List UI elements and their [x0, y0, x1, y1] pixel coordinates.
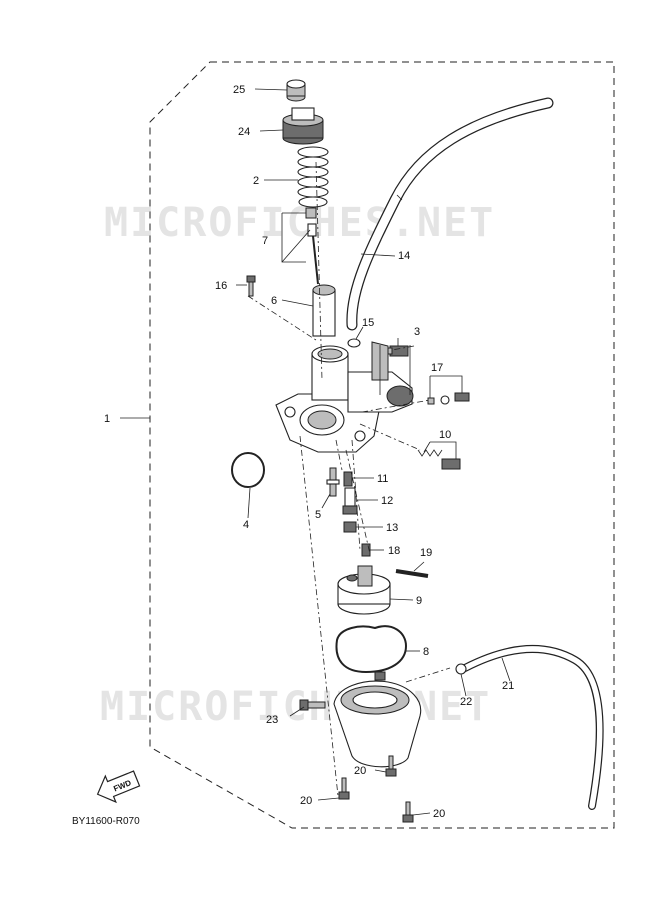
watermark-bottom: MICROFICHES.NET: [100, 684, 491, 730]
intake-o-ring: [231, 452, 265, 488]
pilot-screw-set: [427, 392, 470, 405]
float-chamber: [333, 671, 422, 768]
callout-4: 4: [243, 519, 249, 531]
leader-lines: [120, 88, 511, 816]
callout-6: 6: [271, 295, 277, 307]
callout-23: 23: [266, 714, 278, 726]
callout-9: 9: [416, 595, 422, 607]
diagram-code: BY11600-R070: [72, 816, 140, 827]
watermark-top: MICROFICHES.NET: [104, 200, 495, 246]
callout-19: 19: [420, 547, 432, 559]
idle-screw-set: [417, 449, 461, 470]
overflow-hose: [461, 645, 604, 810]
pilot-jet: [343, 471, 353, 487]
callout-20-right: 20: [433, 808, 445, 820]
callout-2: 2: [253, 175, 259, 187]
callout-14: 14: [398, 250, 410, 262]
callout-8: 8: [423, 646, 429, 658]
callout-21: 21: [502, 680, 514, 692]
chamber-screw-b: [385, 755, 397, 777]
forward-direction-arrow: FWD: [96, 770, 141, 804]
callout-16: 16: [215, 280, 227, 292]
callout-11: 11: [377, 473, 388, 485]
throttle-valve: [312, 284, 336, 337]
chamber-screw-a: [338, 777, 350, 800]
callout-labels: 25 24 2 7 16 6 14 15 3 17 1 10 11 12 5 4…: [104, 84, 514, 820]
callout-13: 13: [386, 522, 398, 534]
needle-jet: [342, 487, 358, 515]
carburetor-body: [275, 341, 414, 453]
carburetor-cap: [286, 79, 306, 102]
float-pin: [395, 569, 429, 578]
overflow-hose-clip: [455, 663, 467, 675]
chamber-screw-c: [402, 801, 414, 823]
callout-7: 7: [262, 235, 268, 247]
top-cap: [282, 107, 324, 145]
pan-head-screw: [246, 275, 256, 297]
callout-3: 3: [414, 326, 420, 338]
callout-22: 22: [460, 696, 472, 708]
callout-1: 1: [104, 413, 110, 425]
main-nozzle: [326, 467, 340, 497]
callout-15: 15: [362, 317, 374, 329]
callout-12: 12: [381, 495, 393, 507]
callout-25: 25: [233, 84, 245, 96]
throttle-spring: [297, 146, 329, 208]
main-jet: [343, 521, 357, 533]
float: [337, 565, 391, 615]
callout-20-left: 20: [300, 795, 312, 807]
fuel-hose: [346, 97, 554, 331]
callout-24: 24: [238, 126, 250, 138]
callout-17: 17: [431, 362, 443, 374]
assembly-boundary: [149, 61, 615, 829]
float-chamber-gasket: [335, 625, 408, 674]
drain-screw: [299, 699, 326, 711]
callout-18: 18: [388, 545, 400, 557]
hose-clip: [347, 338, 361, 348]
callout-5: 5: [315, 509, 321, 521]
callout-10: 10: [439, 429, 451, 441]
callout-20-middle: 20: [354, 765, 366, 777]
assembly-axes: [247, 161, 451, 797]
